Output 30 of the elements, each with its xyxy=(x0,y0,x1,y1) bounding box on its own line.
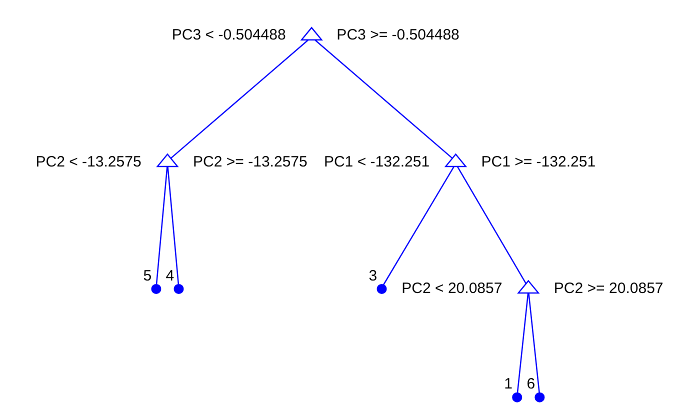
node-label: 3 xyxy=(368,267,378,284)
node-label: PC2 < 20.0857 xyxy=(402,280,502,297)
connector xyxy=(167,166,180,284)
connector xyxy=(170,40,308,159)
connector xyxy=(314,40,453,159)
node-triangle xyxy=(444,153,468,168)
connector xyxy=(383,166,454,286)
node-label: PC1 < -132.251 xyxy=(324,153,430,170)
node-label: 4 xyxy=(166,267,174,284)
node-triangle xyxy=(156,153,179,168)
node-triangle xyxy=(300,26,323,41)
node-label: 1 xyxy=(504,376,513,393)
connector xyxy=(516,293,529,393)
connector xyxy=(456,166,526,284)
connector xyxy=(528,293,540,393)
node-label: PC2 < -13.2575 xyxy=(36,153,142,170)
node-label: 5 xyxy=(143,267,152,284)
node-label: PC1 >= -132.251 xyxy=(481,153,596,170)
node-circle xyxy=(174,284,184,294)
node-circle xyxy=(376,284,387,294)
node-label: PC3 < -0.504488 xyxy=(172,26,286,44)
node-label: PC2 >= -13.2575 xyxy=(193,153,308,170)
node-label: PC3 >= -0.504488 xyxy=(336,26,460,44)
node-circle xyxy=(512,392,522,402)
node-circle xyxy=(151,284,162,294)
connector xyxy=(156,166,168,284)
node-triangle xyxy=(517,280,540,294)
node-label: 6 xyxy=(526,376,536,393)
node-circle xyxy=(534,392,545,402)
node-label: PC2 >= 20.0857 xyxy=(554,280,664,297)
